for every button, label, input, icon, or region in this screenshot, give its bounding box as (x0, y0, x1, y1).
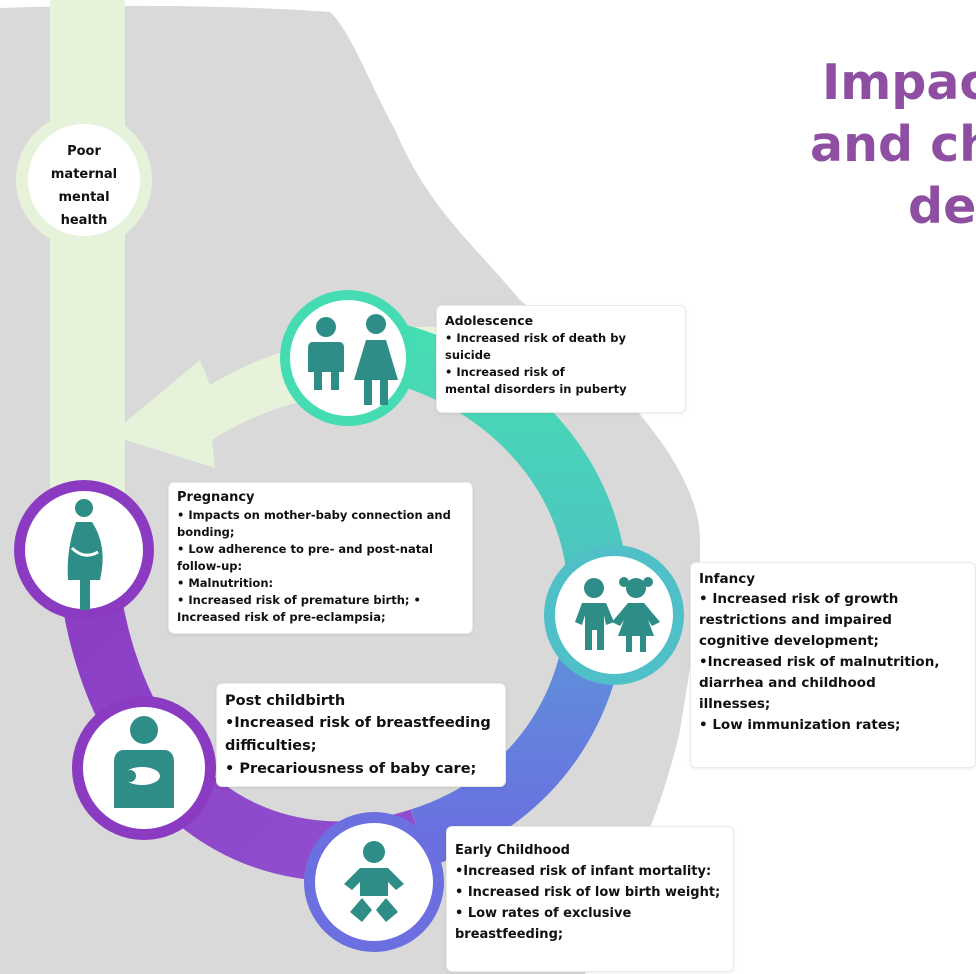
stage-line: cognitive development; (699, 633, 879, 649)
stage-line: illnesses; (699, 696, 771, 712)
stage-line: diarrhea and childhood (699, 675, 876, 691)
start-label-line: Poor (67, 144, 101, 159)
early-childhood-box: Early Childhood •Increased risk of infan… (446, 826, 734, 972)
stage-line: • Precariousness of baby care; (225, 761, 477, 777)
stage-line: bonding; (177, 525, 235, 539)
node-adolescence (280, 290, 416, 426)
start-label: Poor maternal mental health (50, 140, 118, 232)
pregnancy-box: Pregnancy • Impacts on mother-baby conne… (168, 482, 473, 634)
stage-line: • Malnutrition: (177, 576, 274, 590)
boy-girl-child-icon (575, 577, 660, 652)
stage-line: • Low adherence to pre- and post-natal (177, 542, 433, 556)
baby-icon (344, 841, 404, 922)
stage-line: •Increased risk of malnutrition, (699, 654, 940, 670)
adolescence-box: Adolescence • Increased risk of death by… (436, 305, 686, 413)
infancy-box: Infancy • Increased risk of growth restr… (690, 562, 976, 768)
stage-line: • Increased risk of low birth weight; (455, 885, 721, 900)
diagram-title: Impac and ch de (780, 52, 976, 238)
stage-line: • Low rates of exclusive (455, 906, 632, 921)
stage-heading: Post childbirth (225, 693, 346, 709)
stage-line: •Increased risk of breastfeeding (225, 715, 491, 731)
stage-line: • Increased risk of death by (445, 331, 626, 345)
node-infancy (544, 545, 684, 685)
stage-line: • Low immunization rates; (699, 717, 901, 733)
title-line: de (908, 178, 976, 235)
start-label-line: maternal (50, 167, 118, 182)
post-childbirth-box: Post childbirth •Increased risk of breas… (216, 683, 506, 787)
stage-line: suicide (445, 348, 491, 362)
stage-line: difficulties; (225, 738, 317, 754)
title-line: and ch (810, 116, 976, 173)
stage-line: • Increased risk of growth (699, 591, 899, 607)
pregnant-woman-icon (67, 499, 103, 610)
stage-line: Increased risk of pre-eclampsia; (177, 610, 386, 624)
stage-line: • Impacts on mother-baby connection and (177, 508, 451, 522)
mother-holding-baby-icon (114, 716, 174, 808)
start-label-line: health (60, 213, 108, 228)
stage-line: restrictions and impaired (699, 612, 892, 628)
stage-heading: Pregnancy (177, 490, 255, 505)
stage-line: mental disorders in puberty (445, 382, 627, 396)
stage-heading: Infancy (699, 571, 756, 587)
stage-line: • Increased risk of premature birth; • (177, 593, 421, 607)
stage-line: breastfeeding; (455, 927, 564, 942)
stage-line: •Increased risk of infant mortality: (455, 864, 712, 879)
stage-heading: Adolescence (445, 313, 534, 328)
stage-heading: Early Childhood (455, 843, 570, 858)
boy-girl-icon (308, 314, 398, 405)
start-track (50, 0, 125, 520)
title-line: Impac (822, 54, 976, 111)
stage-line: • Increased risk of (445, 365, 565, 379)
start-label-line: mental (58, 190, 110, 205)
stage-line: follow-up: (177, 559, 243, 573)
